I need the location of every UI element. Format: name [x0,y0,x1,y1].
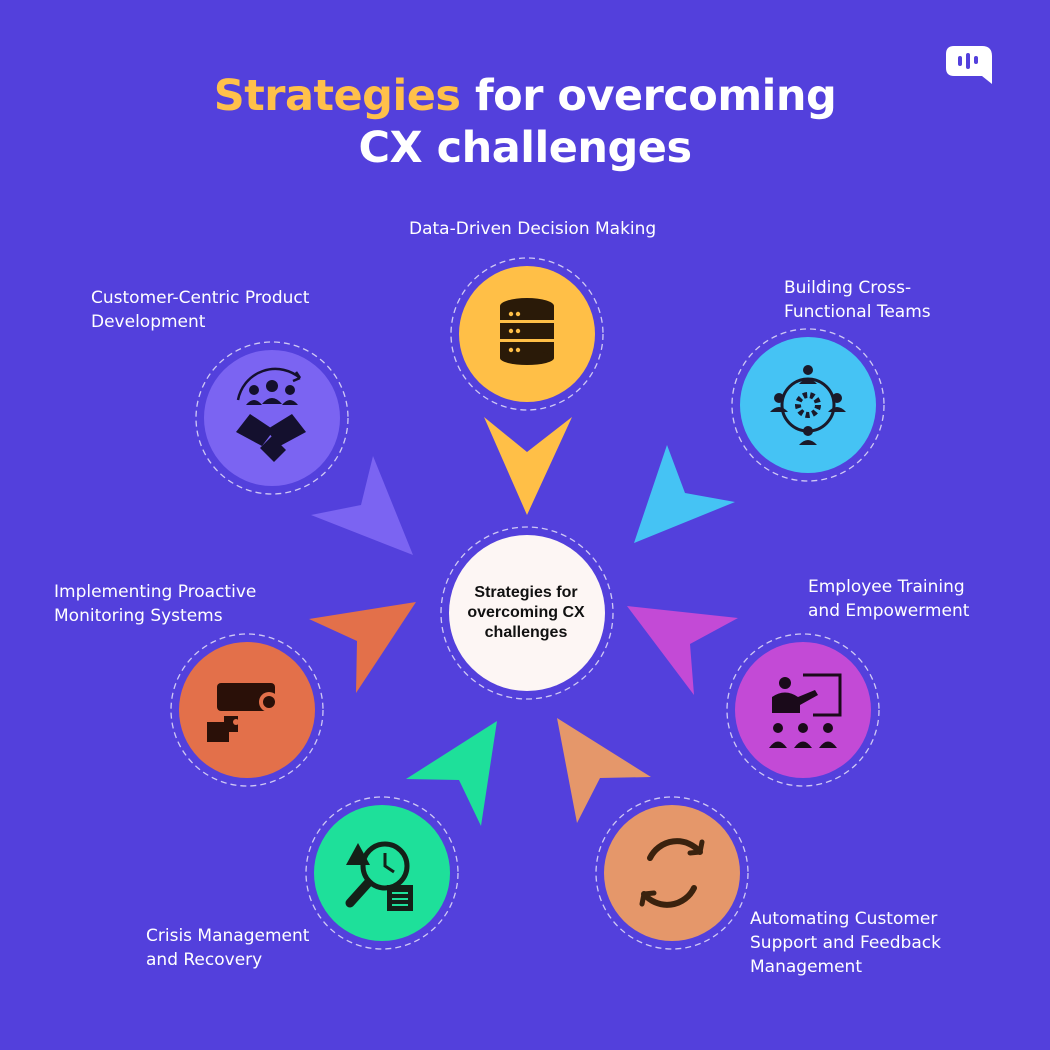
arrow-data-driven [484,417,572,515]
presentation-icon [769,673,842,748]
label-crisis: Crisis Management and Recovery [146,926,310,970]
title-line2: CX challenges [358,123,692,173]
label-cross-functional: Building Cross- Functional Teams [784,278,931,322]
node-training [735,642,871,778]
arrow-automating [557,718,651,823]
center-label: Strategies for overcoming CX challenges [467,584,585,641]
node-crisis [314,805,450,941]
page-title: Strategies for overcoming CX challenges [0,70,1050,174]
center-circle [449,535,605,691]
label-monitoring: Implementing Proactive Monitoring System… [54,582,257,626]
node-customer-centric [204,350,340,486]
arrow-training [627,606,738,695]
label-automating: Automating Customer Support and Feedback… [750,909,941,977]
node-automating [604,805,740,941]
arrow-cross-functional [634,445,735,543]
label-training: Employee Training and Empowerment [808,577,970,621]
handshake-team-icon [236,367,306,462]
refresh-cycle-icon [639,838,705,908]
security-camera-icon [207,683,279,742]
title-highlight: Strategies [213,71,461,121]
arrow-crisis [406,721,497,826]
chat-bubble-logo-icon [946,46,992,84]
crisis-search-icon [345,841,413,911]
database-icon [500,298,554,365]
title-line1-rest: for overcoming [460,71,837,121]
team-network-icon [770,365,846,445]
label-customer-centric: Customer-Centric Product Development [91,288,310,332]
arrow-monitoring [309,602,416,693]
arrow-customer-centric [311,456,413,555]
label-data-driven: Data-Driven Decision Making [409,219,657,239]
